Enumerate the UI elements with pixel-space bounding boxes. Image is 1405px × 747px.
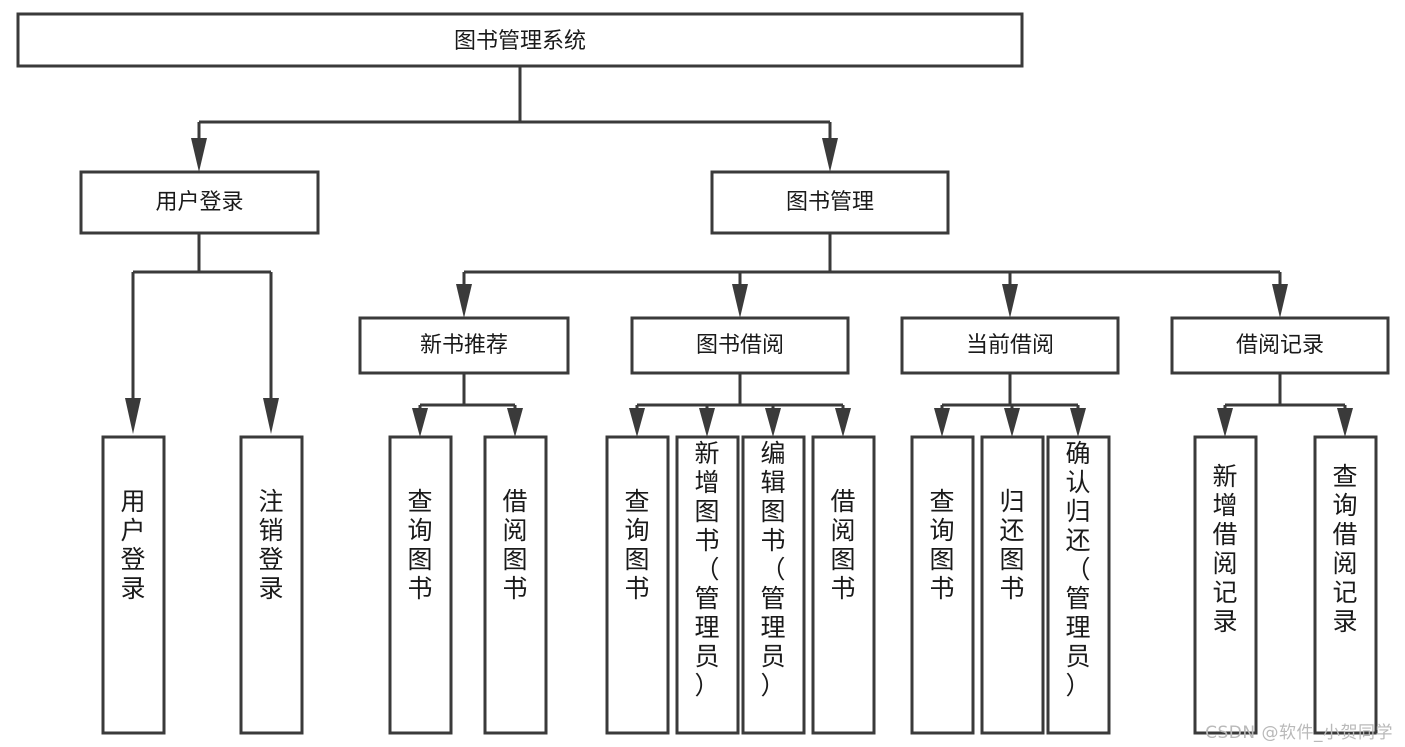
arrow-to-bk-add-icon: [699, 408, 715, 437]
node-leaf-cur-confirm[interactable]: 确认归还（管理员）: [1046, 435, 1111, 735]
node-leaf-cur-return-rect: [980, 435, 1045, 735]
node-leaf-bk-query-rect: [605, 435, 670, 735]
node-leaf-rec-add-rect: [1193, 435, 1258, 735]
arrow-to-record-icon: [1272, 284, 1288, 318]
node-borrow[interactable]: 图书借阅: [630, 316, 850, 375]
arrow-to-nb-borrow-icon: [507, 408, 523, 437]
node-leaf-bk-add-rect: [675, 435, 740, 735]
arrow-to-leaf-user-logout-icon: [263, 398, 279, 434]
node-leaf-cur-query[interactable]: 查询图书: [910, 435, 975, 735]
node-record-rect: [1170, 316, 1390, 375]
node-leaf-rec-query[interactable]: 查询借阅记录: [1313, 435, 1378, 735]
node-borrow-label: 图书借阅: [696, 333, 784, 358]
node-leaf-bk-add[interactable]: 新增图书（管理员）: [675, 435, 740, 735]
node-leaf-cur-return-label: 归还图书: [999, 487, 1024, 603]
arrow-to-bk-edit-icon: [765, 408, 781, 437]
arrow-to-book-manage-icon: [822, 138, 838, 172]
node-leaf-cur-query-rect: [910, 435, 975, 735]
arrow-to-nb-query-icon: [412, 408, 428, 437]
node-leaf-bk-borrow-label: 借阅图书: [830, 487, 855, 603]
node-leaf-user-login-rect: [101, 435, 166, 735]
node-book-manage[interactable]: 图书管理: [710, 170, 950, 235]
node-user-login[interactable]: 用户登录: [79, 170, 320, 235]
node-leaf-nb-borrow-label: 借阅图书: [502, 487, 527, 603]
arrow-to-cur-confirm-icon: [1070, 408, 1086, 437]
node-book-manage-rect: [710, 170, 950, 235]
node-leaf-bk-edit[interactable]: 编辑图书（管理员）: [741, 435, 806, 735]
arrow-to-leaf-user-login-icon: [125, 398, 141, 434]
node-root-rect: [16, 12, 1024, 68]
node-leaf-user-login[interactable]: 用户登录: [101, 435, 166, 735]
node-user-login-rect: [79, 170, 320, 235]
node-root-label: 图书管理系统: [454, 29, 586, 54]
node-new-book-rect: [358, 316, 570, 375]
node-leaf-rec-query-label: 查询借阅记录: [1332, 462, 1357, 636]
node-leaf-nb-query-label: 查询图书: [407, 487, 432, 603]
node-leaf-bk-borrow[interactable]: 借阅图书: [811, 435, 876, 735]
arrow-to-rec-add-icon: [1217, 408, 1233, 437]
node-leaf-nb-query-rect: [388, 435, 453, 735]
node-leaf-nb-borrow-rect: [483, 435, 548, 735]
node-book-manage-label: 图书管理: [786, 190, 874, 215]
node-borrow-rect: [630, 316, 850, 375]
node-leaf-bk-add-label: 新增图书（管理员）: [694, 439, 719, 700]
node-leaf-rec-add[interactable]: 新增借阅记录: [1193, 435, 1258, 735]
node-leaf-cur-return[interactable]: 归还图书: [980, 435, 1045, 735]
arrow-to-bk-query-icon: [629, 408, 645, 437]
node-leaf-user-logout[interactable]: 注销登录: [239, 435, 304, 735]
node-leaf-nb-borrow[interactable]: 借阅图书: [483, 435, 548, 735]
csdn-watermark: CSDN @软件_小贺同学: [1205, 723, 1393, 743]
node-leaf-cur-confirm-rect: [1046, 435, 1111, 735]
node-leaf-user-login-label: 用户登录: [120, 487, 145, 603]
arrow-to-new-book-icon: [456, 284, 472, 318]
node-leaf-bk-borrow-rect: [811, 435, 876, 735]
node-leaf-user-logout-rect: [239, 435, 304, 735]
node-root[interactable]: 图书管理系统: [16, 12, 1024, 68]
node-leaf-bk-edit-rect: [741, 435, 806, 735]
node-leaf-cur-query-label: 查询图书: [929, 487, 954, 603]
connector-layer: [125, 66, 1353, 437]
node-current-rect: [900, 316, 1120, 375]
node-leaf-cur-confirm-label: 确认归还（管理员）: [1065, 439, 1090, 700]
arrow-to-user-login-icon: [191, 138, 207, 172]
node-leaf-bk-query[interactable]: 查询图书: [605, 435, 670, 735]
node-leaf-bk-query-label: 查询图书: [624, 487, 649, 603]
arrow-to-borrow-icon: [732, 284, 748, 318]
node-new-book-label: 新书推荐: [420, 333, 508, 358]
node-leaf-bk-edit-label: 编辑图书（管理员）: [760, 439, 785, 700]
node-record[interactable]: 借阅记录: [1170, 316, 1390, 375]
arrow-to-cur-query-icon: [934, 408, 950, 437]
arrow-to-current-icon: [1002, 284, 1018, 318]
arrow-to-bk-borrow-icon: [835, 408, 851, 437]
arrow-to-rec-query-icon: [1337, 408, 1353, 437]
node-current-label: 当前借阅: [966, 333, 1054, 358]
node-leaf-user-logout-label: 注销登录: [258, 487, 283, 603]
node-record-label: 借阅记录: [1236, 333, 1324, 358]
node-leaf-nb-query[interactable]: 查询图书: [388, 435, 453, 735]
node-leaf-rec-add-label: 新增借阅记录: [1212, 462, 1237, 636]
arrow-to-cur-return-icon: [1004, 408, 1020, 437]
node-current[interactable]: 当前借阅: [900, 316, 1120, 375]
node-new-book[interactable]: 新书推荐: [358, 316, 570, 375]
node-user-login-label: 用户登录: [155, 190, 243, 215]
node-leaf-rec-query-rect: [1313, 435, 1378, 735]
